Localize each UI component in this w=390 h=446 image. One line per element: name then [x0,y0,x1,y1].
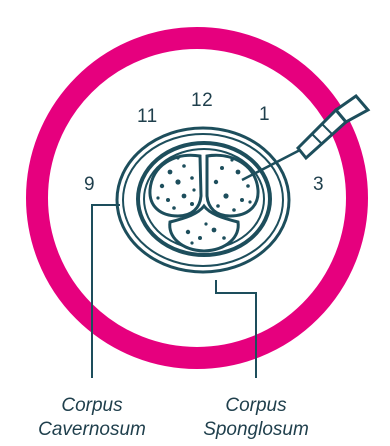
corpus-spongiosum-label-line1: Corpus [186,394,326,418]
corpus-cavernosum-label: Corpus Cavernosum [22,394,162,442]
clock-number-1: 1 [259,104,270,126]
cavernosum-leader-line [92,205,120,378]
corpus-cavernosum-label-line2: Cavernosum [22,418,162,442]
corpus-spongiosum-label: Corpus Sponglosum [186,394,326,442]
clock-number-11: 11 [137,106,158,128]
corpus-cavernosum-label-line1: Corpus [22,394,162,418]
clock-number-9: 9 [84,174,95,196]
corpus-spongiosum-label-line2: Sponglosum [186,418,326,442]
clock-number-3: 3 [313,174,324,196]
clock-number-12: 12 [191,90,213,112]
